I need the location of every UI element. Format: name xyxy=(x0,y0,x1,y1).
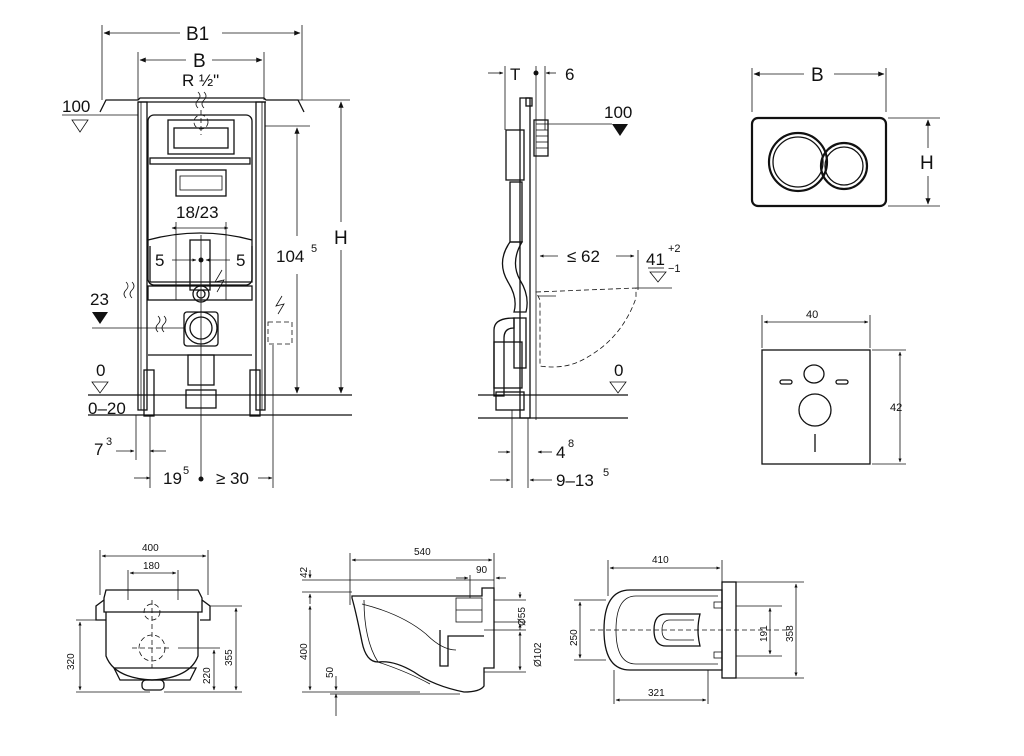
wc-top-view: 410 250 191 358 321 xyxy=(569,555,804,704)
wc-top-dim-250: 250 xyxy=(569,629,580,646)
dim-6-label: 6 xyxy=(565,65,574,84)
wc-side-view: 540 90 42 400 50 Ø55 xyxy=(299,547,544,716)
wc-top-dim-358: 358 xyxy=(785,625,796,642)
wc-side-dim-540: 540 xyxy=(414,547,431,558)
dim-b-label: B xyxy=(193,51,206,72)
dim-5-left-label: 5 xyxy=(155,251,164,270)
dim-104-label: 104 xyxy=(276,247,304,266)
wc-front-dim-220: 220 xyxy=(202,667,213,684)
dim-18-23-label: 18/23 xyxy=(176,203,219,222)
dim-41-plus: +2 xyxy=(668,243,681,255)
range-0-20-label: 0–20 xyxy=(88,399,126,418)
flush-dim-h-label: H xyxy=(920,153,934,174)
flush-dim-b-label: B xyxy=(811,65,824,86)
wc-top-dim-321: 321 xyxy=(648,688,665,699)
dim-5-right-label: 5 xyxy=(236,251,245,270)
level-0-label: 0 xyxy=(96,361,105,380)
wc-top-dim-410: 410 xyxy=(652,555,669,566)
installation-side-view: T 6 100 ≤ 62 xyxy=(478,65,681,490)
wc-front-dim-320: 320 xyxy=(66,653,77,670)
wc-side-dim-42: 42 xyxy=(299,566,310,578)
wc-side-dim-50: 50 xyxy=(325,666,336,678)
dim-104-sup: 5 xyxy=(311,243,317,255)
wc-top-dim-191: 191 xyxy=(759,625,770,642)
pipe-size-label: R ½" xyxy=(182,71,219,90)
wc-front-dim-355: 355 xyxy=(224,649,235,666)
dim-h-label: H xyxy=(334,228,348,249)
dim-7-label: 7 xyxy=(94,440,103,459)
dim-ge30-label: ≥ 30 xyxy=(216,469,249,488)
dim-19-sup: 5 xyxy=(183,465,189,477)
dim-le62-label: ≤ 62 xyxy=(567,247,600,266)
dim-b1-label: B1 xyxy=(186,24,209,45)
wc-front-view: 400 180 320 220 355 xyxy=(66,543,242,693)
cover-plate-view: 40 42 xyxy=(761,309,906,465)
level-100-label: 100 xyxy=(62,97,90,116)
installation-front-view: B1 B R ½" 100 xyxy=(62,24,352,488)
dim-9-13-sup: 5 xyxy=(603,467,609,479)
side-level-0-label: 0 xyxy=(614,361,623,380)
wc-side-dim-90: 90 xyxy=(476,565,488,576)
dim-9-13-label: 9–13 xyxy=(556,471,594,490)
level-23-label: 23 xyxy=(90,290,109,309)
wc-front-dim-400: 400 xyxy=(142,543,159,554)
cover-dim-42-label: 42 xyxy=(890,402,902,414)
dim-4-sup: 8 xyxy=(568,438,574,450)
dim-41-minus: −1 xyxy=(668,263,681,275)
cover-dim-40-label: 40 xyxy=(806,309,818,321)
wc-side-dim-o55: Ø55 xyxy=(517,607,528,626)
wc-side-dim-400: 400 xyxy=(299,643,310,660)
dim-7-sup: 3 xyxy=(106,436,112,448)
side-level-100-label: 100 xyxy=(604,103,632,122)
wc-side-dim-o102: Ø102 xyxy=(533,642,544,667)
dim-19-label: 19 xyxy=(163,469,182,488)
dim-4-label: 4 xyxy=(556,443,565,462)
dim-t-label: T xyxy=(510,65,520,84)
dim-41-label: 41 xyxy=(646,250,665,269)
wc-front-dim-180: 180 xyxy=(143,561,160,572)
flush-plate-view: B H xyxy=(750,65,940,208)
